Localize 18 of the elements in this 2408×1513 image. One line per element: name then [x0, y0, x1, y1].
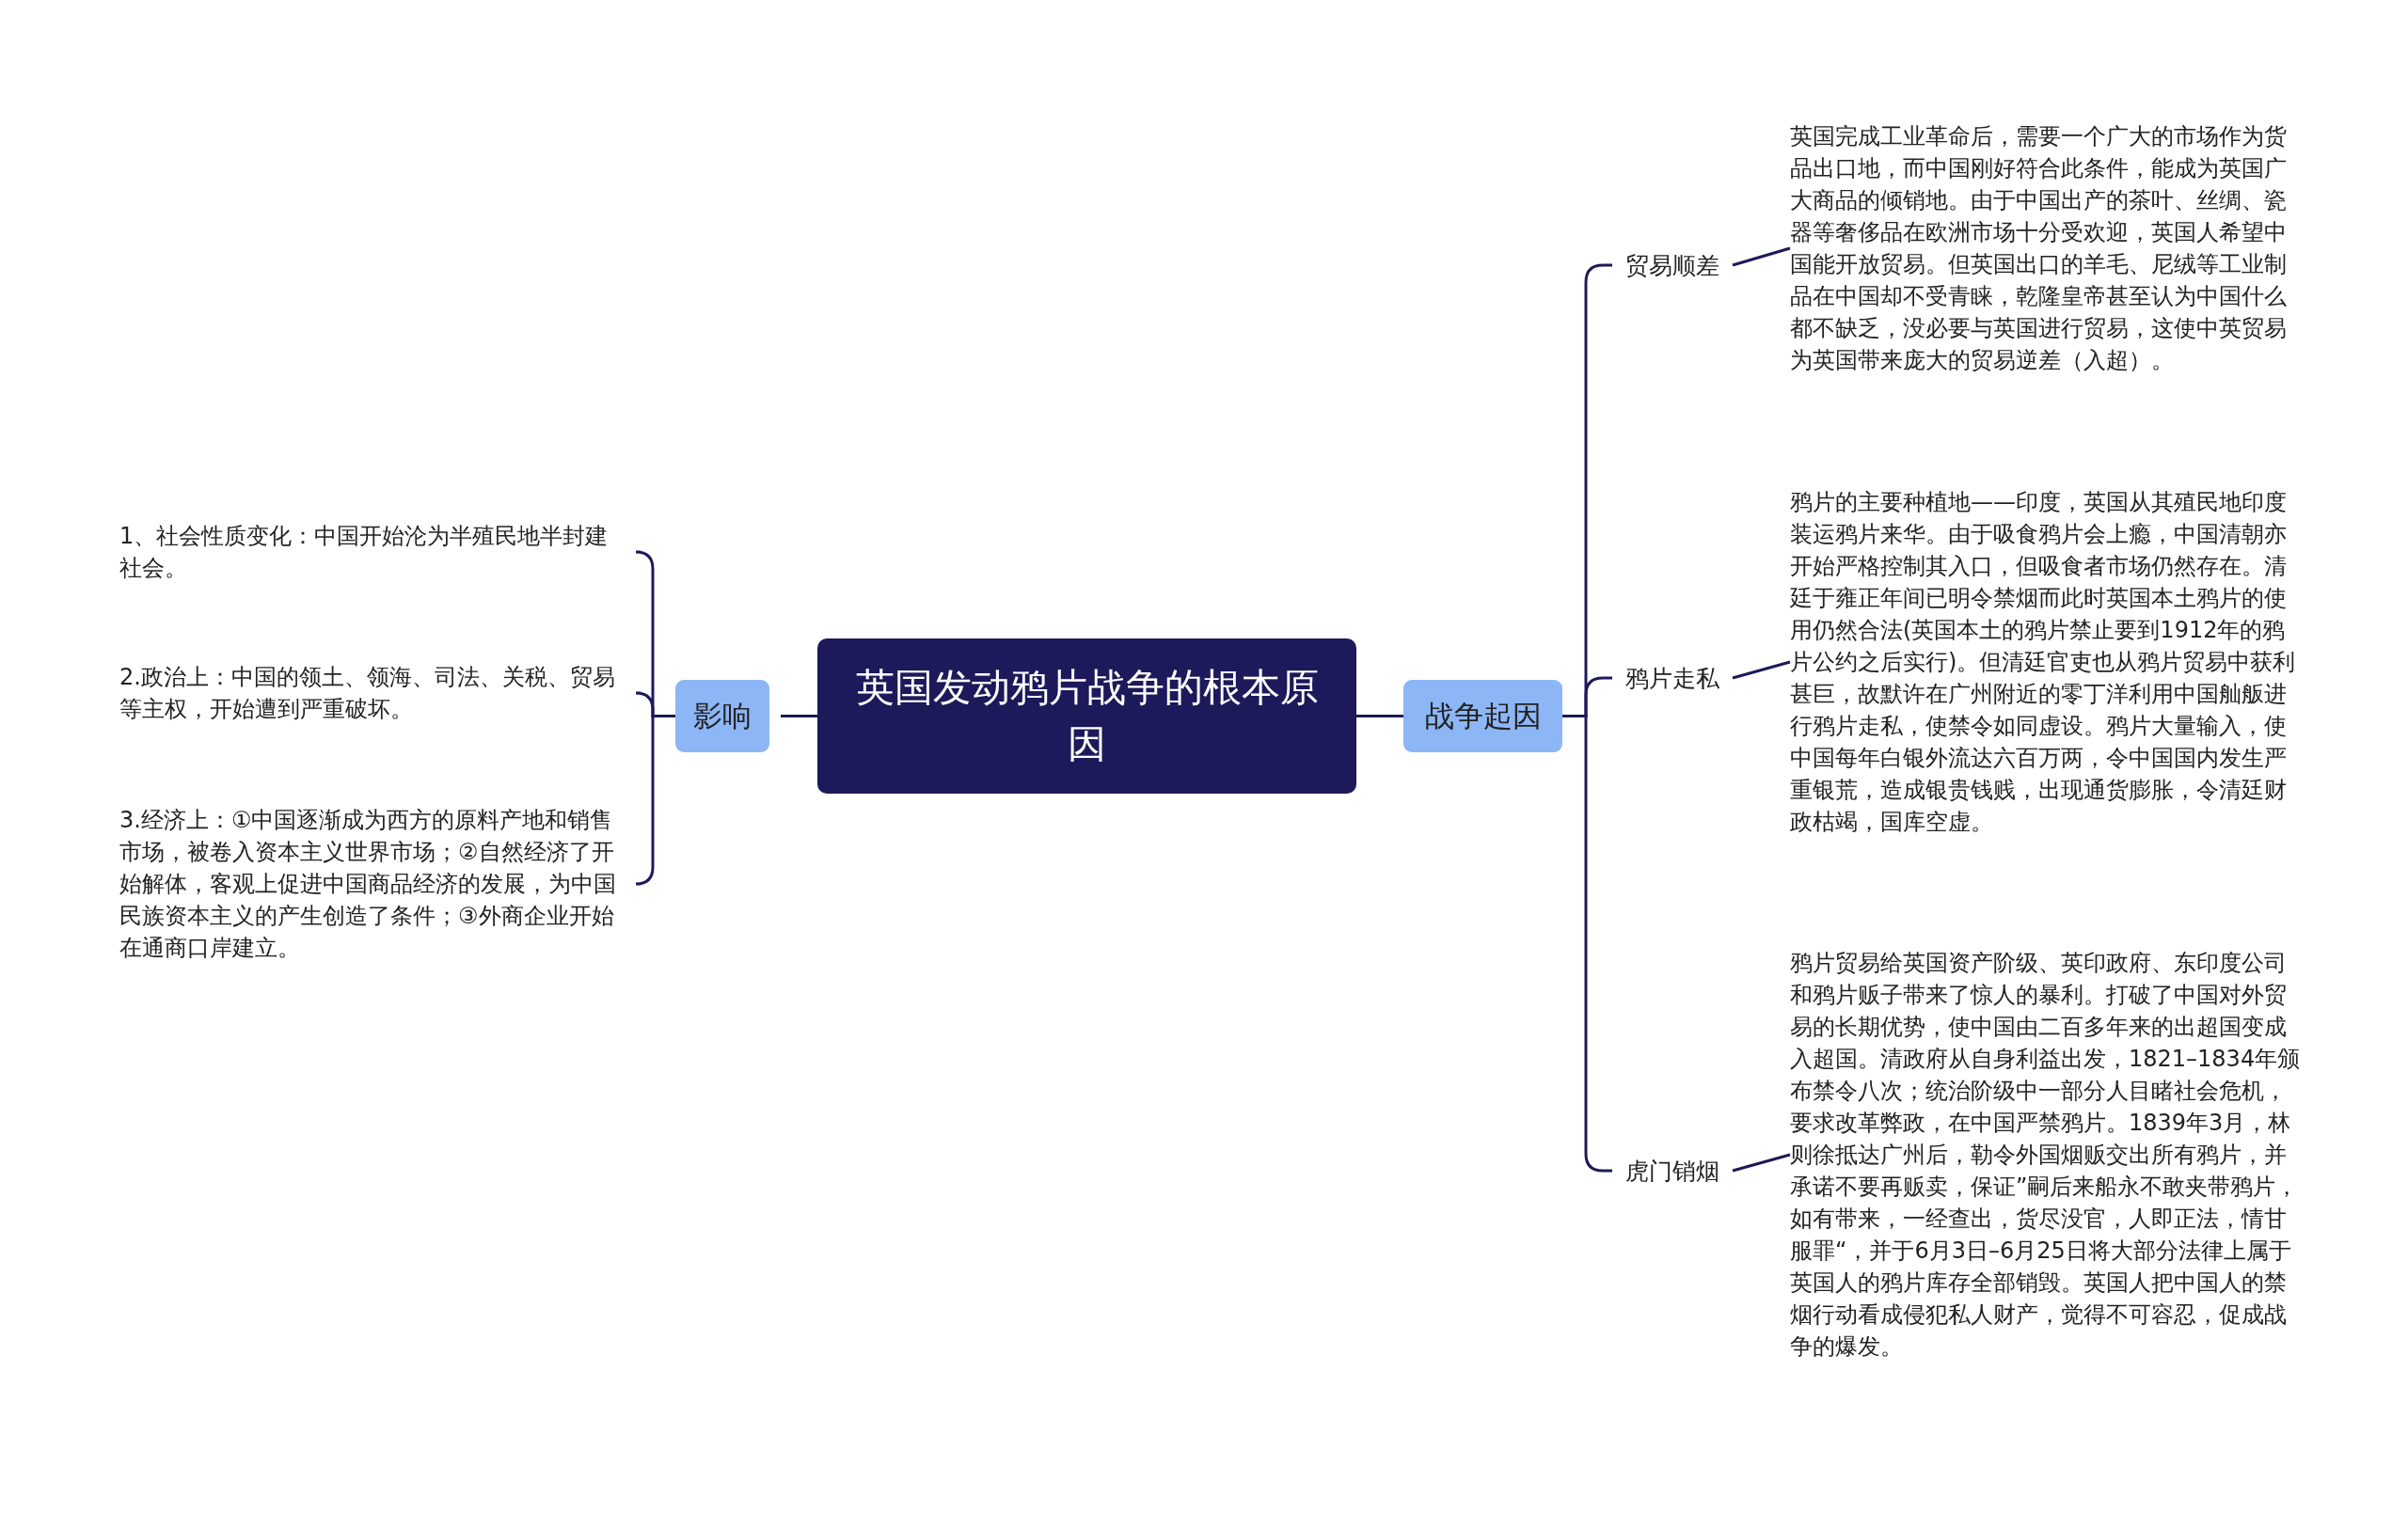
- central-topic: 英国发动鸦片战争的根本原因: [817, 638, 1356, 794]
- connector-line: [1356, 715, 1403, 717]
- detail-text: 鸦片的主要种植地——印度，英国从其殖民地印度装运鸦片来华。由于吸食鸦片会上瘾，中国清朝亦开始严格控制其入口，但吸食者市场仍然存在。清廷于雍正年间已明令禁烟而此时英国本土鸦片的使用仍然合法(英国本土的鸦片禁止要到1912年的鸦片公约之后实行)。但清廷官吏也从鸦片贸易中获利甚巨，故默许在广州附近的零丁洋利用中国舢舨进行鸦片走私，使禁令如同虚设。鸦片大量输入，使中国每年白银外流达六百万两，令中国国内发生严重银荒，造成银贵钱贱，出现通货膨胀，令清廷财政枯竭，国库空虚。: [1790, 486, 2303, 838]
- connector-line: [1732, 660, 1791, 680]
- subtopic-label: 鸦片走私: [1612, 659, 1733, 697]
- subtopic-label: 虎门销烟: [1612, 1152, 1733, 1190]
- connector-line: [1732, 1153, 1791, 1173]
- note-text: 3.经济上：①中国逐渐成为西方的原料产地和销售市场，被卷入资本主义世界市场；②自然经济了开始解体，客观上促进中国商品经济的发展，为中国民族资本主义的产生创造了条件；③外商企业开始在通商口岸建立。: [119, 804, 629, 964]
- branch-topic: 战争起因: [1403, 680, 1562, 752]
- subtopic-label: 贸易顺差: [1612, 246, 1733, 284]
- detail-text: 英国完成工业革命后，需要一个广大的市场作为货品出口地，而中国刚好符合此条件，能成为英国广大商品的倾销地。由于中国出产的茶叶、丝绸、瓷器等奢侈品在欧洲市场十分受欢迎，英国人希望中国能开放贸易。但英国出口的羊毛、尼绒等工业制品在中国却不受青睐，乾隆皇帝甚至认为中国什么都不缺乏，没必要与英国进行贸易，这使中英贸易为英国带来庞大的贸易逆差（入超）。: [1790, 120, 2303, 376]
- note-text: 1、社会性质变化：中国开始沦为半殖民地半封建社会。: [119, 520, 629, 584]
- note-text: 2.政治上：中国的领土、领海、司法、关税、贸易等主权，开始遭到严重破坏。: [119, 661, 629, 725]
- connector-line: [781, 715, 817, 717]
- detail-text: 鸦片贸易给英国资产阶级、英印政府、东印度公司和鸦片贩子带来了惊人的暴利。打破了中国对外贸易的长期优势，使中国由二百多年来的出超国变成入超国。清政府从自身利益出发，1821–1834年颁布禁令八次；统治阶级中一部分人目睹社会危机，要求改革弊政，在中国严禁鸦片。1839年3月，林则徐抵达广州后，勒令外国烟贩交出所有鸦片，并承诺不要再贩卖，保证”嗣后来船永不敢夹带鸦片，如有带来，一经查出，货尽没官，人即正法，情甘服罪“，并于6月3日–6月25日将大部分法律上属于英国人的鸦片库存全部销毁。英国人把中国人的禁烟行动看成侵犯私人财产，觉得不可容忍，促成战争的爆发。: [1790, 947, 2303, 1363]
- branch-topic: 影响: [675, 680, 769, 752]
- connector-line: [1732, 246, 1791, 267]
- connector-line: [634, 715, 675, 886]
